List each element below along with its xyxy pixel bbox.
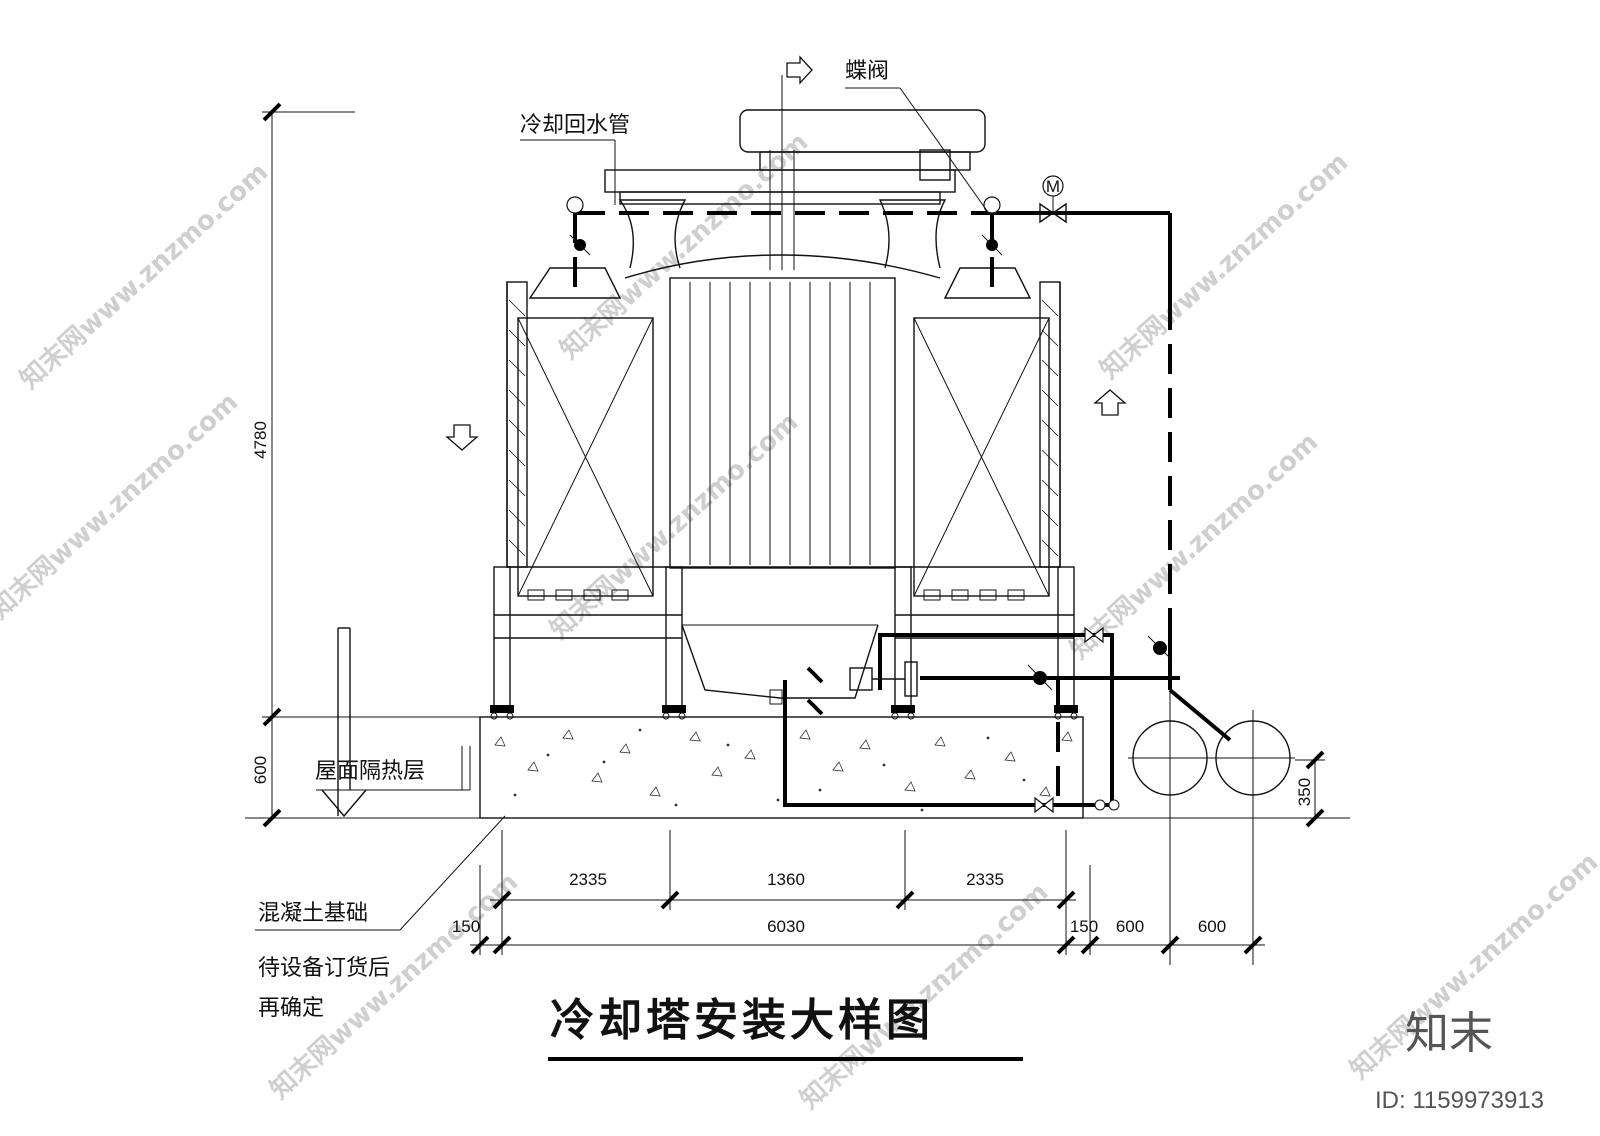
dim-pipe-space-1: 600 xyxy=(1116,917,1144,936)
dim-offset-left: 150 xyxy=(452,917,480,936)
height-dimension: 4780 600 xyxy=(245,102,480,828)
plan-dimensions: 2335 1360 2335 150 6030 150 600 600 xyxy=(452,830,1265,955)
watermark: 知末网www.znzmo.com xyxy=(555,127,815,365)
tower-support-frame xyxy=(490,566,1078,720)
dim-pipe-height: 350 xyxy=(1295,778,1314,806)
lower-piping: 350 xyxy=(783,626,1350,965)
dim-seg-mid: 1360 xyxy=(767,870,805,889)
return-water-pipe: 冷却回水管 M 蝶阀 xyxy=(520,59,1232,742)
drawing-title-block: 冷却塔安装大样图 xyxy=(548,995,1023,1061)
concrete-foundation: 混凝土基础 待设备订货后 再确定 xyxy=(255,716,1084,1021)
brand-logo: 知末 xyxy=(1405,1008,1493,1059)
label-note-line1: 待设备订货后 xyxy=(258,956,390,981)
dim-pipe-space-2: 600 xyxy=(1198,917,1226,936)
label-note-line2: 再确定 xyxy=(258,996,324,1021)
watermark: 知末网www.znzmo.com xyxy=(15,157,275,395)
watermark: 知末网www.znzmo.com xyxy=(1095,147,1355,385)
dim-base-height: 600 xyxy=(251,756,270,784)
label-concrete-base: 混凝土基础 xyxy=(258,901,368,926)
tower-body xyxy=(506,75,1061,601)
branding: 知末 ID: 1159973913 xyxy=(1375,1008,1544,1114)
dim-seg-right: 2335 xyxy=(966,870,1004,889)
dim-total-height: 4780 xyxy=(251,421,270,459)
watermark: 知末网www.znzmo.com xyxy=(545,407,805,645)
drawing-title: 冷却塔安装大样图 xyxy=(550,995,934,1046)
dim-overall: 6030 xyxy=(767,917,805,936)
dim-offset-right: 150 xyxy=(1070,917,1098,936)
label-return-pipe: 冷却回水管 xyxy=(520,113,630,138)
water-basin xyxy=(681,624,879,705)
watermark-layer: 知末网www.znzmo.com 知末网www.znzmo.com 知末网www… xyxy=(0,127,1600,1115)
airflow-arrows xyxy=(445,55,1127,451)
watermark: 知末网www.znzmo.com xyxy=(0,387,244,625)
roof-insulation-marker: 屋面隔热层 xyxy=(315,627,471,818)
image-id: ID: 1159973913 xyxy=(1375,1087,1544,1114)
label-roof-insulation: 屋面隔热层 xyxy=(315,759,425,784)
motor-valve-mark: M xyxy=(1046,177,1060,196)
dim-seg-left: 2335 xyxy=(569,870,607,889)
label-butterfly-valve: 蝶阀 xyxy=(845,59,889,84)
